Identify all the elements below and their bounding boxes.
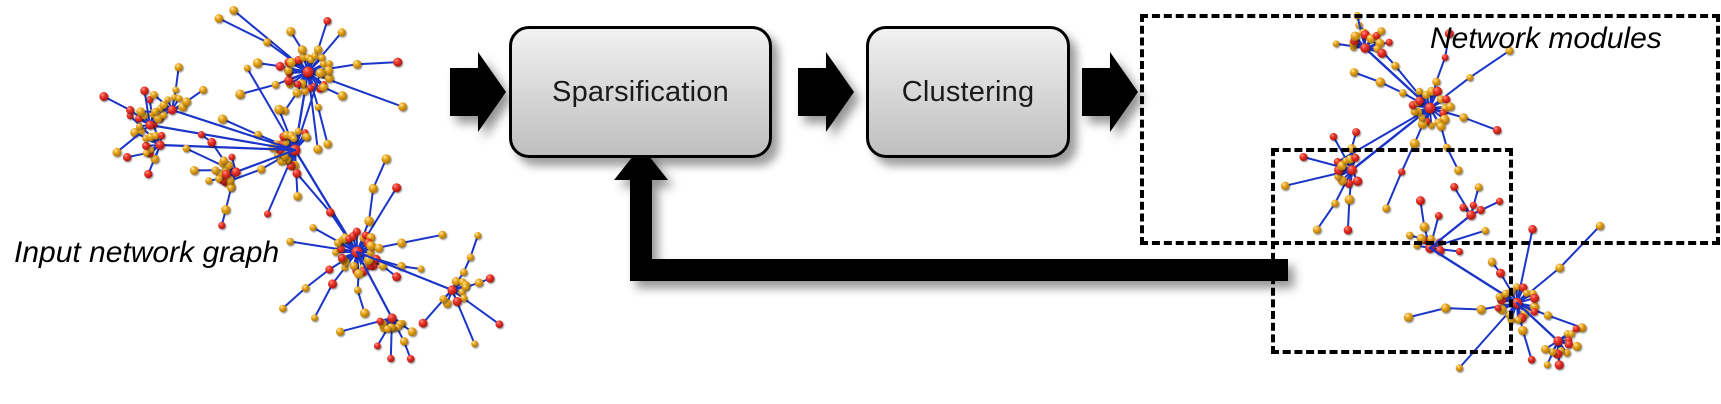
process-box-clustering[interactable]: Clustering [866, 26, 1070, 158]
module-graph-main [1280, 12, 1514, 235]
caption-input-network-graph: Input network graph [14, 236, 280, 269]
arrow-out-icon [1082, 52, 1138, 132]
module-boundary-box-2 [1271, 148, 1513, 354]
module-graph-lower [1403, 221, 1605, 372]
process-box-clustering-label: Clustering [901, 75, 1035, 108]
arrow-mid-icon [798, 52, 854, 132]
module-boundary-box-1 [1140, 14, 1720, 245]
process-box-sparsification-label: Sparsification [552, 75, 729, 108]
feedback-arrow-icon [614, 146, 1288, 281]
process-box-sparsification[interactable]: Sparsification [509, 26, 772, 158]
arrow-in-icon [450, 52, 506, 132]
caption-network-modules: Network modules [1430, 22, 1662, 55]
input-network-graph [99, 5, 504, 363]
